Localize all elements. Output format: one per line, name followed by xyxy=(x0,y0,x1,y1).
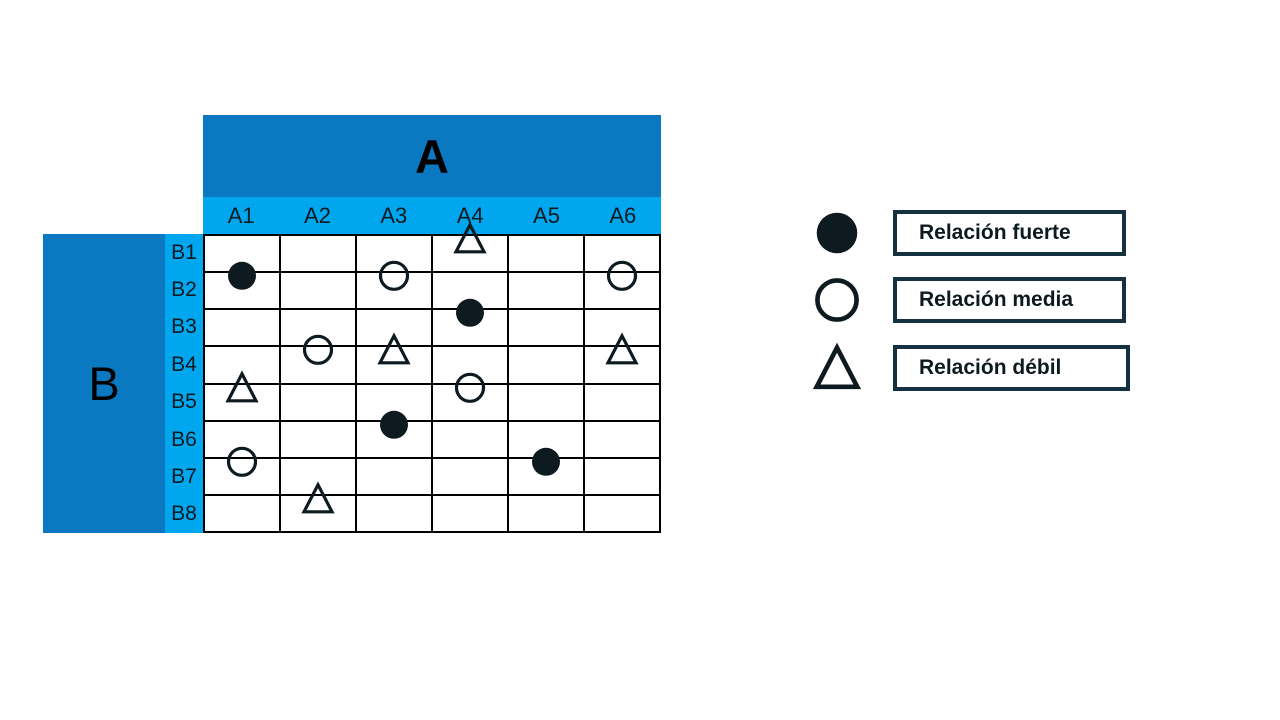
matrix-cell-b2-a5[interactable] xyxy=(507,271,585,311)
matrix-row xyxy=(203,446,661,496)
column-header-a3: A3 xyxy=(380,202,408,228)
matrix-row xyxy=(203,299,661,348)
column-header-a2: A2 xyxy=(304,202,331,228)
legend-label-box: Relación débil xyxy=(893,345,1130,391)
matrix-cell-b8-a6[interactable] xyxy=(583,493,661,534)
matrix-cell-b3-a3[interactable] xyxy=(355,308,433,348)
column-axis-title: A xyxy=(415,129,449,183)
row-header-b3: B3 xyxy=(171,315,197,339)
legend-label-box: Relación media xyxy=(893,277,1126,323)
matrix-cell-b3-a5[interactable] xyxy=(507,308,585,348)
matrix-cell-b4-a3[interactable] xyxy=(355,332,433,385)
matrix-cell-b1-a2[interactable] xyxy=(279,233,357,274)
column-axis-header-block: A xyxy=(203,115,661,197)
matrix-cell-b3-a6[interactable] xyxy=(583,308,661,348)
open-triangle-icon xyxy=(806,338,868,398)
legend-label-box: Relación fuerte xyxy=(893,210,1126,256)
matrix-cell-b7-a3[interactable] xyxy=(355,456,433,496)
matrix-cell-b2-a2[interactable] xyxy=(279,271,357,311)
matrix-cell-b6-a5[interactable] xyxy=(507,419,585,459)
matrix-cell-b4-a5[interactable] xyxy=(507,345,585,385)
legend-item-medium: Relación media xyxy=(806,270,1126,330)
row-header-b1: B1 xyxy=(171,240,197,264)
legend-item-weak: Relación débil xyxy=(806,338,1130,398)
matrix-cell-b8-a2[interactable] xyxy=(279,481,357,534)
column-header-a6: A6 xyxy=(609,202,637,228)
column-header-a5: A5 xyxy=(533,202,560,228)
legend-label: Relación fuerte xyxy=(919,221,1071,244)
matrix-cell-b7-a4[interactable] xyxy=(431,456,509,496)
matrix-cell-b6-a6[interactable] xyxy=(583,419,661,459)
matrix-cell-b3-a1[interactable] xyxy=(203,308,281,348)
matrix-cell-b5-a6[interactable] xyxy=(583,382,661,422)
legend-item-strong: Relación fuerte xyxy=(806,203,1126,263)
column-header-a1: A1 xyxy=(227,202,255,228)
open-circle-icon xyxy=(806,270,868,330)
row-header-b5: B5 xyxy=(171,390,197,414)
matrix-cell-b8-a1[interactable] xyxy=(203,493,281,534)
matrix-cell-b4-a2[interactable] xyxy=(279,335,357,385)
matrix-cell-b8-a3[interactable] xyxy=(355,493,433,534)
row-header-b7: B7 xyxy=(171,464,197,488)
matrix-cell-b7-a6[interactable] xyxy=(583,456,661,496)
row-axis-title: B xyxy=(88,357,120,410)
matrix-grid xyxy=(203,221,661,534)
matrix-cell-b8-a4[interactable] xyxy=(431,493,509,534)
row-header-b4: B4 xyxy=(171,352,197,376)
filled-circle-icon xyxy=(806,203,868,263)
matrix-cell-b6-a4[interactable] xyxy=(431,419,509,459)
row-header-b2: B2 xyxy=(171,278,197,302)
legend-label: Relación débil xyxy=(919,356,1062,379)
matrix-row xyxy=(203,332,661,385)
matrix-cell-b5-a1[interactable] xyxy=(203,369,281,422)
matrix-cell-b5-a5[interactable] xyxy=(507,382,585,422)
matrix-table xyxy=(203,221,661,534)
row-header-b6: B6 xyxy=(171,427,197,451)
matrix-cell-b8-a5[interactable] xyxy=(507,493,585,534)
matrix-cell-b1-a5[interactable] xyxy=(507,233,585,274)
row-header-b8: B8 xyxy=(171,502,197,526)
matrix-row xyxy=(203,481,661,534)
row-axis-header-block: B xyxy=(43,234,165,533)
matrix-cell-b3-a2[interactable] xyxy=(279,308,357,348)
matrix-cell-b5-a2[interactable] xyxy=(279,382,357,422)
matrix-cell-b6-a2[interactable] xyxy=(279,419,357,459)
matrix-cell-b1-a4[interactable] xyxy=(431,221,509,274)
matrix-cell-b4-a6[interactable] xyxy=(583,332,661,385)
matrix-cell-b6-a1[interactable] xyxy=(203,419,281,459)
legend-label: Relación media xyxy=(919,288,1074,311)
